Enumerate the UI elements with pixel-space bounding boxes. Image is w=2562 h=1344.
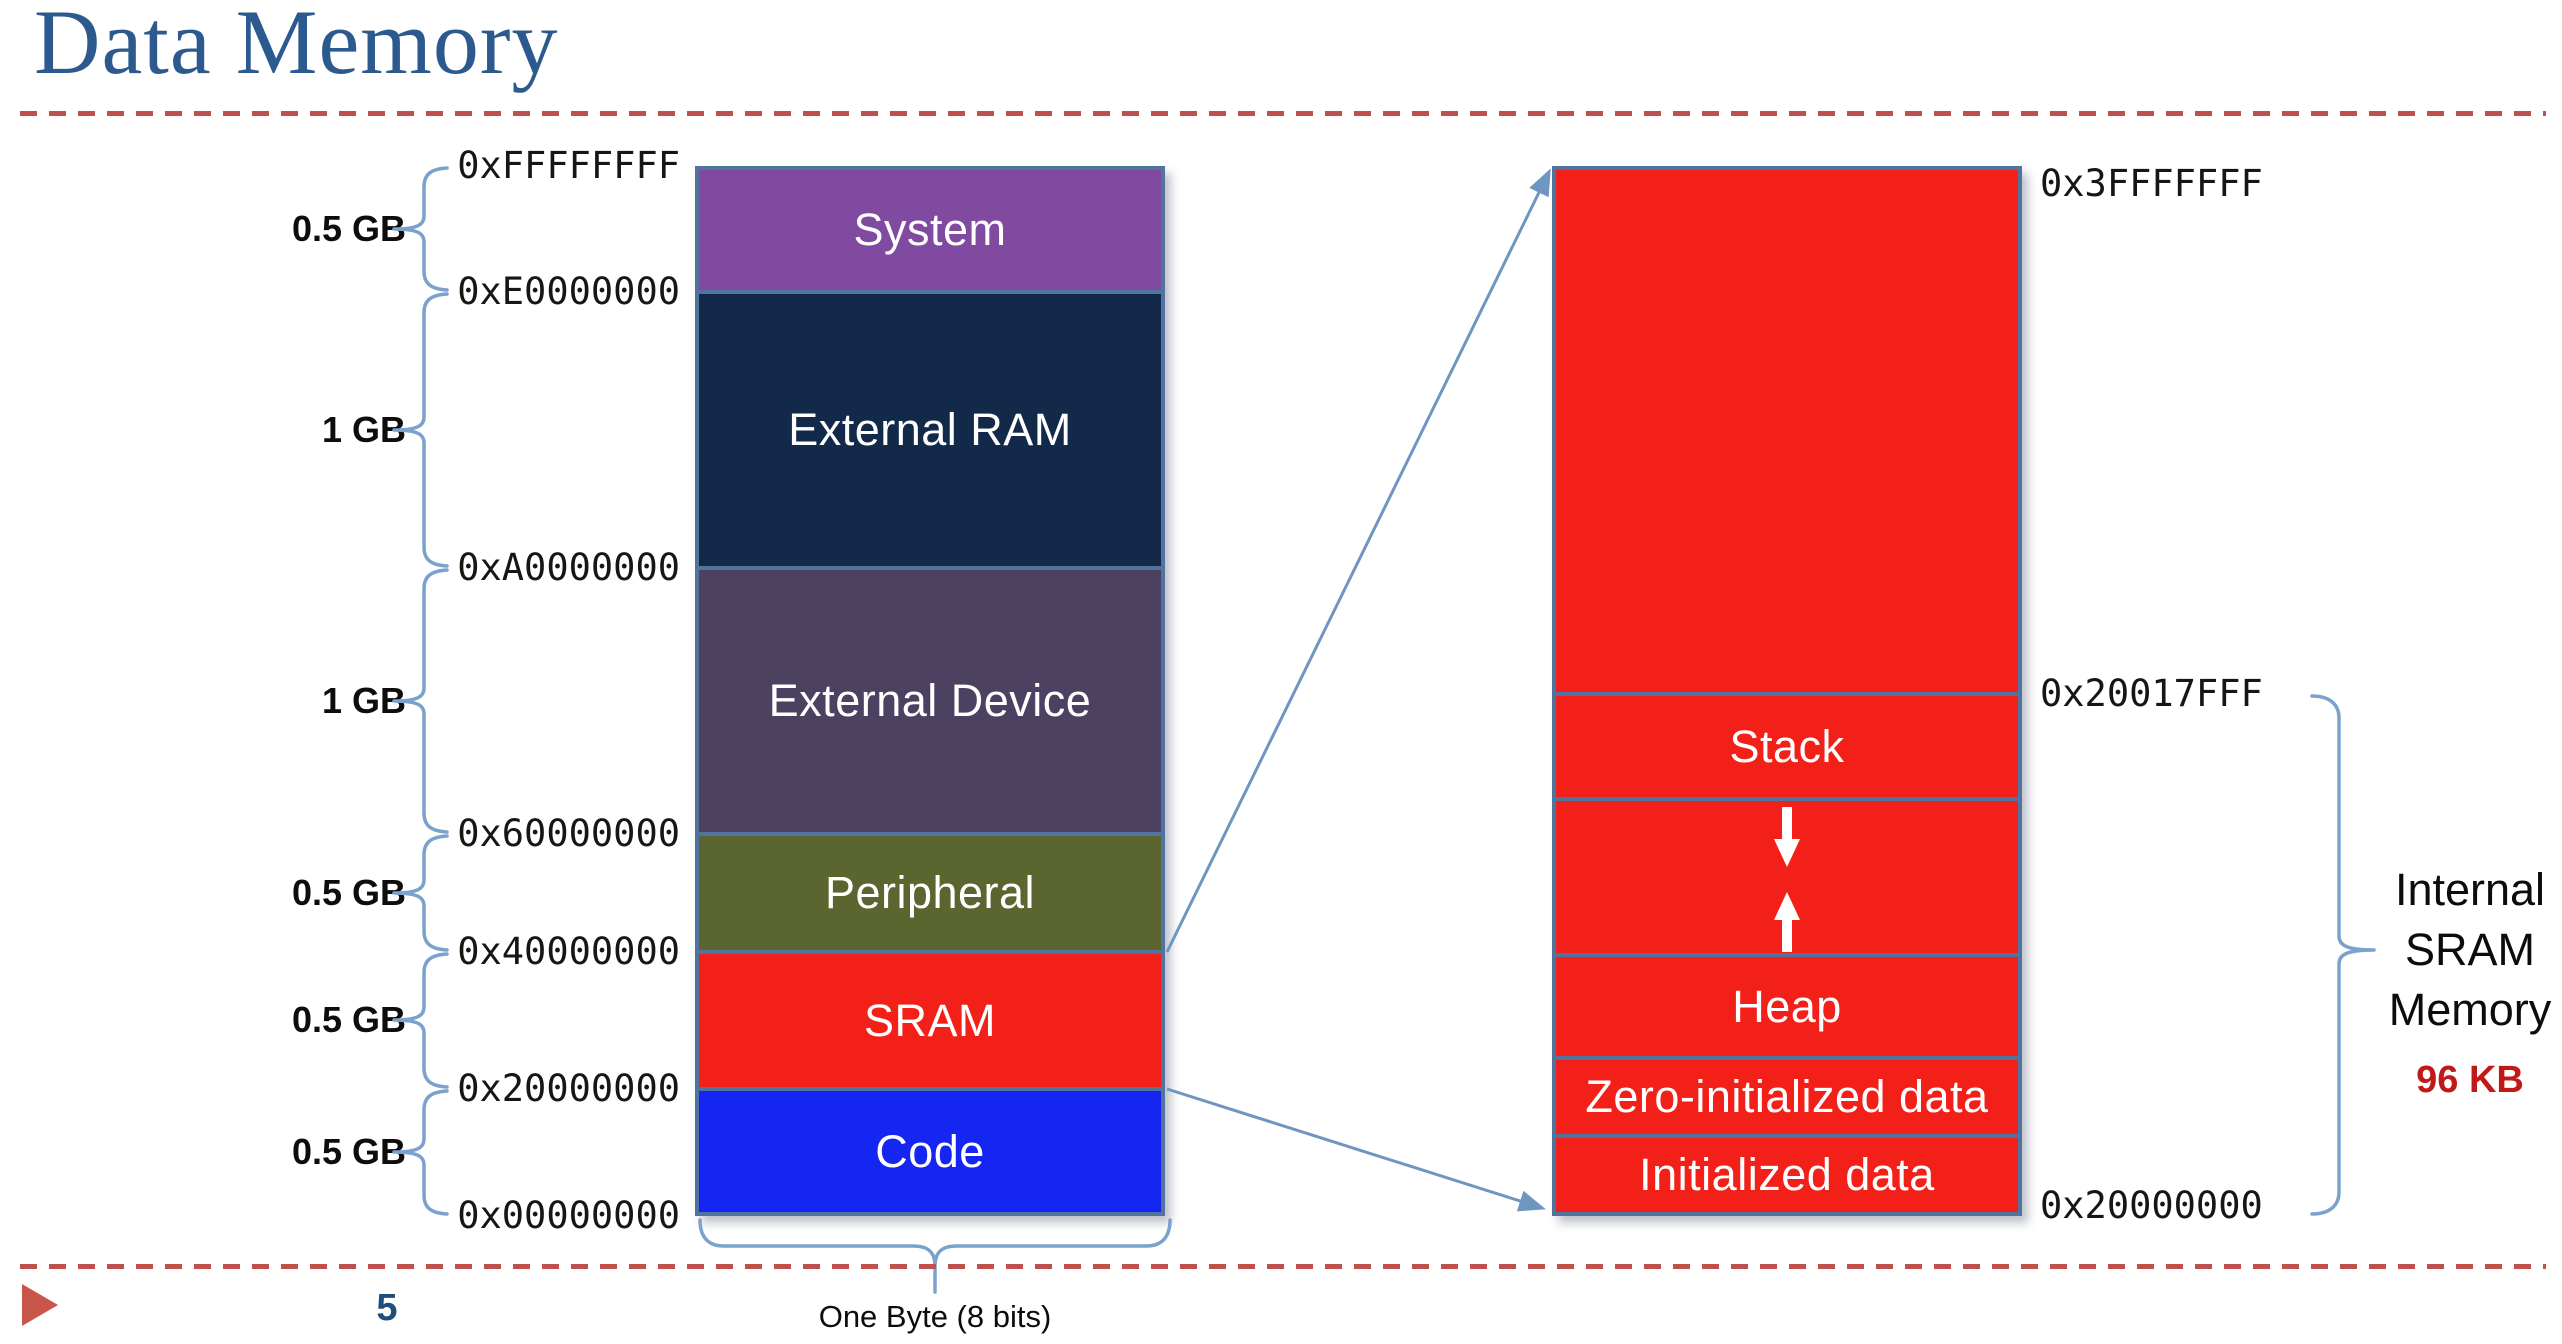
footer-triangle-icon xyxy=(22,1284,58,1326)
region-code-label: Code xyxy=(875,1125,985,1177)
address-label-60000000: 0x60000000 xyxy=(457,812,680,855)
address-label-20017fff: 0x20017FFF xyxy=(2040,672,2263,715)
internal-sram-note: Internal SRAM Memory 96 KB xyxy=(2378,860,2562,1110)
memory-map-bar: System External RAM External Device Peri… xyxy=(695,166,1165,1216)
sram-region-unlabeled xyxy=(1556,170,2018,692)
page-title: Data Memory xyxy=(34,0,559,93)
footer-divider-dashed-line xyxy=(20,1264,2546,1269)
connector-sram-top-arrow xyxy=(1165,168,1551,953)
address-label-40000000: 0x40000000 xyxy=(457,930,680,973)
zero-initialized-label: Zero-initialized data xyxy=(1585,1071,1989,1122)
address-label-00000000: 0x00000000 xyxy=(457,1194,680,1237)
stack-grows-down-arrow-icon xyxy=(1774,807,1800,867)
address-label-e0000000: 0xE0000000 xyxy=(457,270,680,313)
heap-grows-up-arrow-icon xyxy=(1774,892,1800,952)
region-code: Code xyxy=(699,1091,1161,1212)
region-sram: SRAM xyxy=(699,954,1161,1087)
sram-region-initialized: Initialized data xyxy=(1556,1138,2018,1212)
initialized-label: Initialized data xyxy=(1639,1149,1935,1200)
internal-sram-note-line1: Internal xyxy=(2394,864,2546,915)
page-number: 5 xyxy=(376,1287,398,1329)
internal-sram-size-badge: 96 KB xyxy=(2416,1059,2524,1101)
title-divider-dashed-line xyxy=(20,111,2546,116)
heap-label: Heap xyxy=(1732,980,1842,1032)
region-external-ram: External RAM xyxy=(699,294,1161,566)
one-byte-caption: One Byte (8 bits) xyxy=(818,1299,1052,1334)
size-label-peripheral: 0.5 GB xyxy=(291,872,406,913)
internal-sram-note-line2: SRAM xyxy=(2404,924,2535,975)
sram-region-growth-gap xyxy=(1556,801,2018,953)
address-label-20000000-right: 0x20000000 xyxy=(2040,1184,2263,1227)
region-external-ram-label: External RAM xyxy=(788,404,1072,455)
internal-sram-note-line3: Memory xyxy=(2388,984,2552,1035)
size-label-external-ram: 1 GB xyxy=(321,409,406,450)
size-label-code: 0.5 GB xyxy=(291,1131,406,1172)
region-system: System xyxy=(699,170,1161,290)
region-peripheral-label: Peripheral xyxy=(824,867,1036,918)
region-external-device: External Device xyxy=(699,570,1161,832)
address-label-a0000000: 0xA0000000 xyxy=(457,546,680,589)
sram-region-heap: Heap xyxy=(1556,957,2018,1056)
size-label-sram: 0.5 GB xyxy=(291,999,406,1040)
region-external-device-label: External Device xyxy=(768,675,1092,726)
address-label-ffffffff: 0xFFFFFFFF xyxy=(457,144,680,187)
connector-sram-bottom-arrow xyxy=(1166,1087,1546,1212)
sram-region-zero-initialized: Zero-initialized data xyxy=(1556,1060,2018,1134)
sram-detail-bar: Stack Heap Zero-initialized data Initial… xyxy=(1552,166,2022,1216)
address-label-20000000: 0x20000000 xyxy=(457,1067,680,1110)
region-system-label: System xyxy=(853,204,1007,255)
sram-region-stack: Stack xyxy=(1556,696,2018,797)
one-byte-brace xyxy=(698,1218,1172,1294)
zoom-connector-lines xyxy=(1165,168,1551,1212)
size-label-external-device: 1 GB xyxy=(321,680,406,721)
region-peripheral: Peripheral xyxy=(699,836,1161,950)
internal-sram-brace xyxy=(2310,694,2376,1216)
size-label-system: 0.5 GB xyxy=(291,208,406,249)
stack-label: Stack xyxy=(1729,720,1845,772)
region-sram-label: SRAM xyxy=(863,994,996,1046)
address-label-3fffffff: 0x3FFFFFFF xyxy=(2040,162,2263,205)
